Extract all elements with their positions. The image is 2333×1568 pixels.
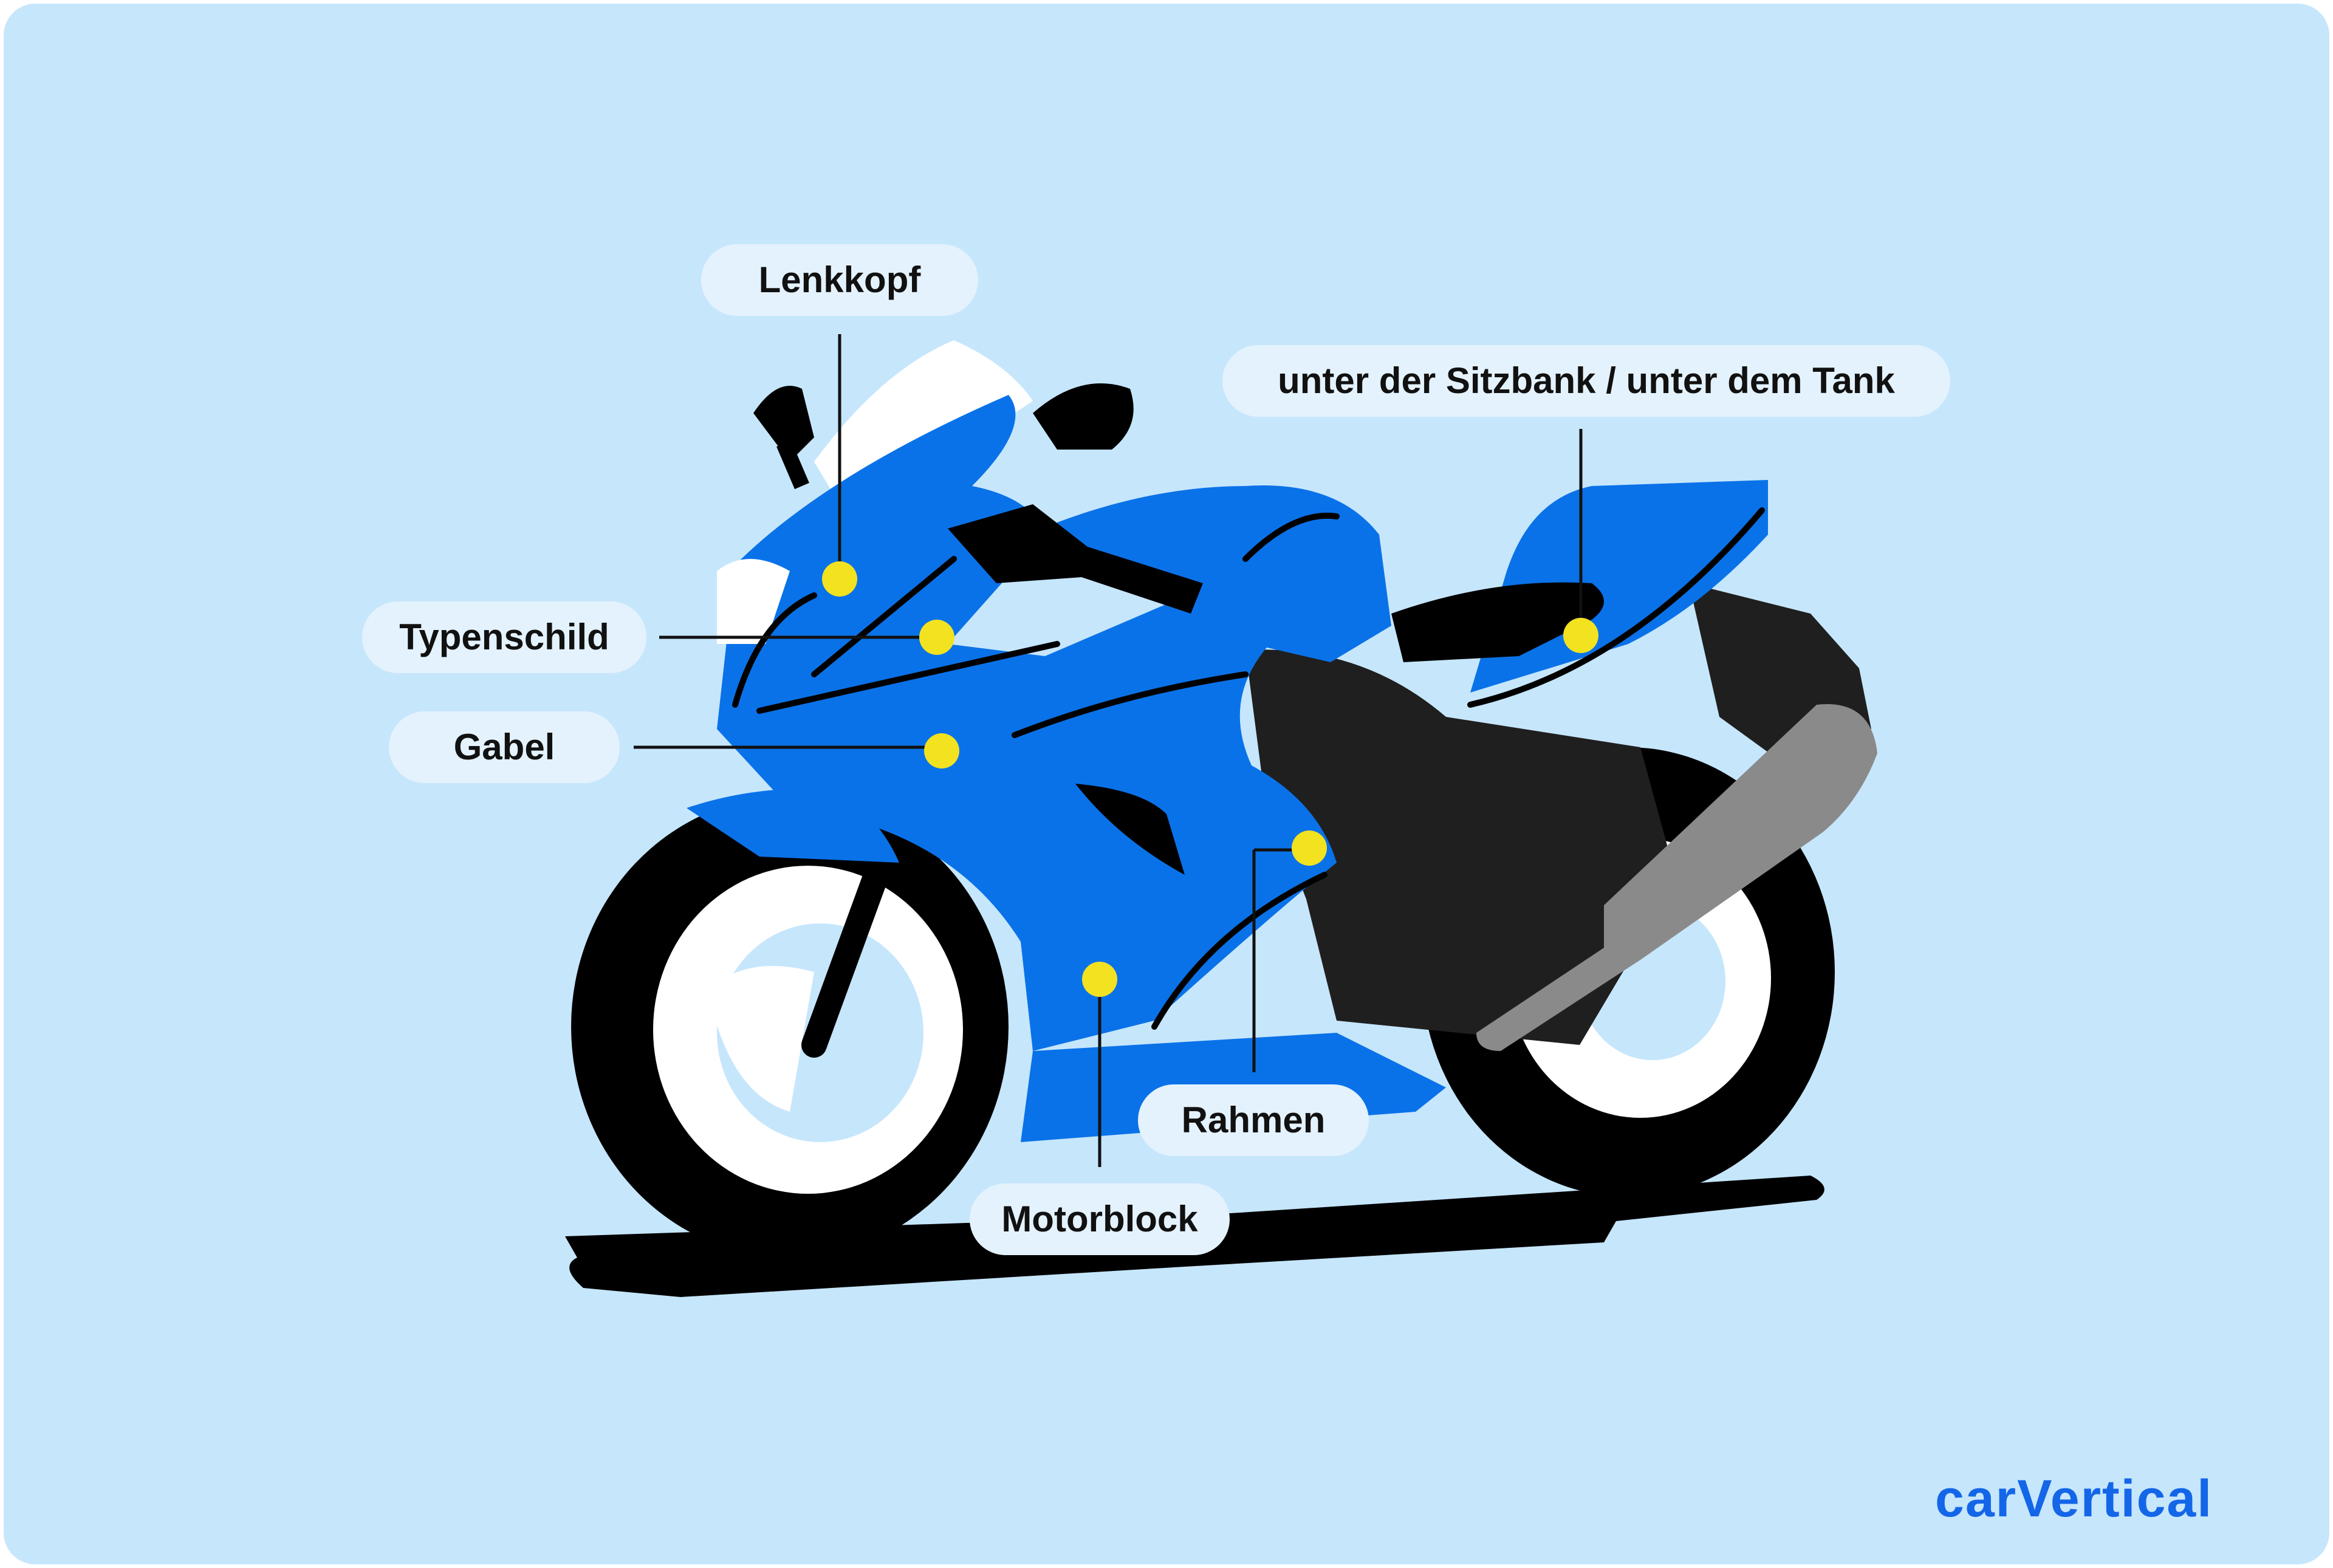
leader-lines: [634, 334, 1583, 1167]
marker-motorblock: [1082, 962, 1117, 997]
carvertical-logo: carVertical: [1935, 1470, 2213, 1528]
front-wheel: [571, 796, 1009, 1258]
label-gabel: Gabel: [389, 711, 620, 783]
exhaust-pipe: [1476, 704, 1877, 1051]
label-sitzbank-tank: unter der Sitzbank / unter dem Tank: [1222, 345, 1950, 417]
handlebar: [948, 504, 1203, 614]
label-typenschild: Typenschild: [362, 601, 646, 673]
seat: [1391, 582, 1604, 662]
label-lenkkopf: Lenkkopf: [701, 244, 978, 316]
marker-rahmen: [1292, 830, 1327, 866]
label-motorblock: Motorblock: [970, 1183, 1230, 1255]
right-mirror: [1033, 383, 1134, 450]
headlight: [717, 559, 790, 644]
label-rahmen: Rahmen: [1138, 1084, 1369, 1156]
marker-dots: [822, 561, 1598, 997]
marker-lenkkopf: [822, 561, 857, 597]
marker-typenschild: [919, 620, 954, 655]
outline-strokes: [732, 507, 1765, 1030]
left-mirror: [753, 386, 814, 462]
front-fork: [801, 783, 918, 1058]
marker-gabel: [924, 733, 959, 769]
engine-block: [1245, 649, 1677, 1045]
marker-sitzbank: [1563, 618, 1598, 653]
